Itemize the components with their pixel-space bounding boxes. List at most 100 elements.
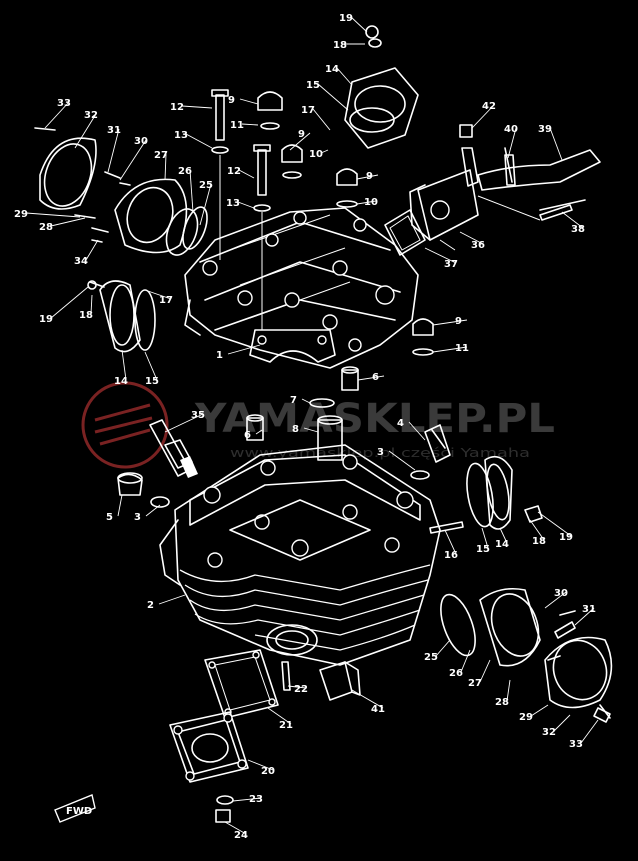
watermark: YAMASKLEP.PL www.yamasklep.pl części Yam… bbox=[81, 381, 555, 469]
callout-label: 12 bbox=[227, 166, 241, 177]
left-small-cover bbox=[87, 280, 156, 353]
leader-line bbox=[303, 427, 319, 433]
leader-line bbox=[549, 127, 563, 161]
callout-label: 14 bbox=[325, 64, 339, 75]
top-cap-cover bbox=[344, 25, 419, 149]
callout-label: 6 bbox=[244, 430, 251, 441]
leader-line bbox=[317, 83, 349, 111]
callout-label: 26 bbox=[178, 166, 192, 177]
callout-label: 19 bbox=[339, 13, 353, 24]
callout-label: 40 bbox=[504, 124, 518, 135]
fwd-label: FWD bbox=[66, 806, 92, 817]
callout-label: 4 bbox=[397, 418, 404, 429]
bolt-33 bbox=[593, 707, 611, 723]
callout-label: 33 bbox=[569, 739, 583, 750]
leader-line bbox=[185, 133, 213, 149]
leader-line bbox=[529, 519, 545, 541]
leader-line bbox=[227, 344, 261, 355]
callout-label: 33 bbox=[57, 98, 71, 109]
bolt-42 bbox=[459, 124, 473, 138]
right-small-cover bbox=[466, 455, 543, 530]
bolt-38 bbox=[539, 204, 573, 221]
leader-line bbox=[232, 797, 262, 802]
leader-line bbox=[145, 504, 161, 517]
callout-label: 27 bbox=[468, 678, 482, 689]
leader-line bbox=[241, 123, 259, 126]
callout-label: 13 bbox=[174, 130, 188, 141]
leader-line bbox=[164, 153, 167, 181]
callout-label: 30 bbox=[134, 136, 148, 147]
callout-label: 26 bbox=[449, 668, 463, 679]
leader-line bbox=[479, 659, 491, 683]
callout-label: 9 bbox=[366, 171, 373, 182]
callout-label: 10 bbox=[309, 149, 323, 160]
leader-line bbox=[506, 679, 511, 702]
callout-label: 3 bbox=[134, 512, 141, 523]
callout-label: 13 bbox=[226, 198, 240, 209]
callout-label: 19 bbox=[39, 314, 53, 325]
leader-line bbox=[336, 67, 353, 86]
callout-label: 17 bbox=[301, 105, 315, 116]
leader-line bbox=[158, 594, 186, 605]
leader-line bbox=[320, 149, 329, 154]
callout-label: 41 bbox=[371, 704, 385, 715]
callout-label: 6 bbox=[372, 372, 379, 383]
leader-line bbox=[238, 169, 255, 179]
callout-label: 24 bbox=[234, 830, 248, 841]
leader-line bbox=[459, 231, 484, 245]
part-41 bbox=[319, 661, 361, 701]
callout-label: 16 bbox=[444, 550, 458, 561]
leader-line bbox=[25, 212, 81, 218]
leader-line bbox=[356, 174, 379, 180]
leader-line bbox=[287, 685, 307, 689]
cylinder-head bbox=[159, 444, 441, 666]
leader-line bbox=[255, 429, 263, 435]
leader-line bbox=[90, 294, 93, 315]
callout-label: 14 bbox=[495, 539, 509, 550]
callout-label: 36 bbox=[471, 240, 485, 251]
leader-line bbox=[507, 127, 517, 159]
leader-line bbox=[388, 450, 416, 471]
callout-label: 42 bbox=[482, 101, 496, 112]
leader-line bbox=[50, 217, 86, 227]
leader-line bbox=[289, 132, 311, 151]
callout-label: 22 bbox=[294, 684, 308, 695]
leader-line bbox=[553, 714, 571, 732]
leader-line bbox=[50, 286, 89, 319]
leader-line bbox=[537, 511, 572, 537]
leader-line bbox=[580, 719, 599, 744]
callout-label: 34 bbox=[74, 256, 88, 267]
leader-line bbox=[471, 104, 495, 129]
dowel-pins bbox=[246, 366, 359, 461]
leader-line bbox=[267, 707, 292, 725]
callout-label: 28 bbox=[39, 222, 53, 233]
callout-label: 15 bbox=[145, 376, 159, 387]
leader-line bbox=[144, 351, 158, 381]
watermark-brand: YAMASKLEP.PL bbox=[194, 396, 555, 442]
leader-line bbox=[444, 529, 457, 555]
callout-label: 31 bbox=[107, 125, 121, 136]
callout-label: 5 bbox=[106, 512, 113, 523]
pin-22 bbox=[281, 661, 291, 691]
callout-label: 30 bbox=[554, 588, 568, 599]
leader-line bbox=[312, 108, 331, 131]
cam-cap bbox=[249, 329, 336, 363]
bolt-24 bbox=[215, 809, 231, 823]
callout-label: 3 bbox=[377, 447, 384, 458]
callout-label: 1 bbox=[216, 350, 223, 361]
callout-label: 39 bbox=[538, 124, 552, 135]
callout-label: 35 bbox=[191, 410, 205, 421]
callout-label: 32 bbox=[542, 727, 556, 738]
callout-label: 9 bbox=[298, 129, 305, 140]
leader-line bbox=[357, 375, 385, 381]
callout-label: 7 bbox=[290, 395, 297, 406]
plug-5 bbox=[117, 472, 170, 508]
lower-cover-20 bbox=[169, 711, 249, 783]
callout-label: 9 bbox=[455, 316, 462, 327]
callout-label: 31 bbox=[582, 604, 596, 615]
callout-layer: 1233456678999910101111121213131414141515… bbox=[14, 13, 599, 841]
callout-label: 10 bbox=[364, 197, 378, 208]
callout-label: 19 bbox=[559, 532, 573, 543]
leader-line bbox=[424, 247, 457, 264]
